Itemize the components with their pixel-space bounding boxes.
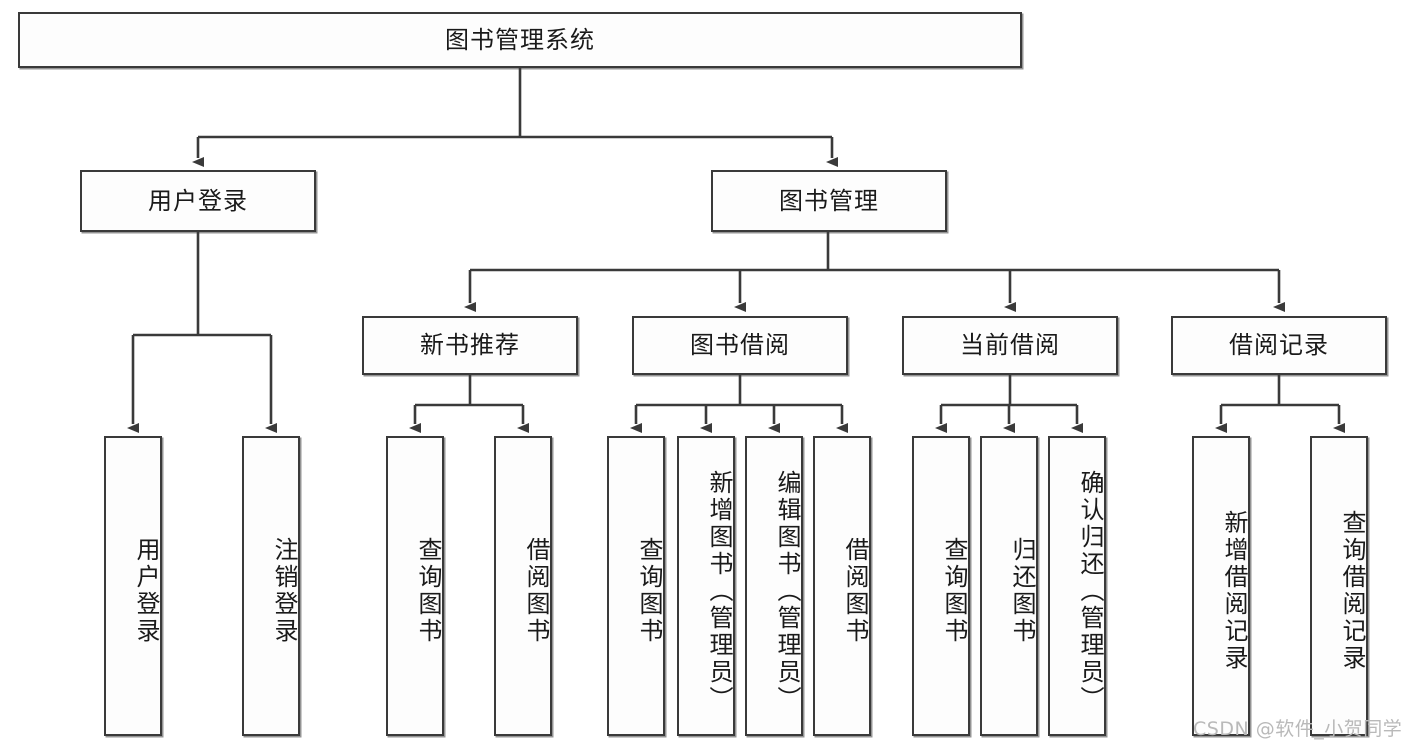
- node-root-system[interactable]: 图书管理系统: [18, 12, 1022, 68]
- node-label: 确认归还（管理员）: [1076, 469, 1104, 713]
- node-label: 图书管理: [779, 186, 879, 215]
- node-label: 借阅图书: [522, 537, 550, 645]
- node-label: 新书推荐: [420, 331, 520, 360]
- node-label: 图书借阅: [690, 331, 790, 360]
- node-label: 查询图书: [414, 537, 442, 645]
- node-label: 查询图书: [635, 537, 663, 645]
- node-label: 新增借阅记录: [1220, 510, 1248, 672]
- node-label: 当前借阅: [960, 331, 1060, 360]
- node-label: 注销登录: [270, 537, 298, 645]
- leaf-add-book-admin[interactable]: 新增图书（管理员）: [677, 436, 735, 736]
- node-label: 新增图书（管理员）: [705, 469, 733, 713]
- node-label: 借阅记录: [1229, 331, 1329, 360]
- leaf-borrow-book-recommend[interactable]: 借阅图书: [494, 436, 552, 736]
- leaf-user-login[interactable]: 用户登录: [104, 436, 162, 736]
- node-current-borrow[interactable]: 当前借阅: [902, 316, 1118, 375]
- node-label: 归还图书: [1008, 537, 1036, 645]
- node-book-borrow[interactable]: 图书借阅: [632, 316, 848, 375]
- leaf-edit-book-admin[interactable]: 编辑图书（管理员）: [745, 436, 803, 736]
- node-new-book-recommend[interactable]: 新书推荐: [362, 316, 578, 375]
- node-book-management[interactable]: 图书管理: [711, 170, 947, 232]
- leaf-query-book-current[interactable]: 查询图书: [912, 436, 970, 736]
- watermark: CSDN @软件_小贺同学: [1193, 718, 1403, 740]
- leaf-return-book[interactable]: 归还图书: [980, 436, 1038, 736]
- node-user-login[interactable]: 用户登录: [80, 170, 316, 232]
- leaf-logout[interactable]: 注销登录: [242, 436, 300, 736]
- node-label: 查询图书: [940, 537, 968, 645]
- node-label: 用户登录: [148, 186, 248, 215]
- node-borrow-records[interactable]: 借阅记录: [1171, 316, 1387, 375]
- leaf-query-book-borrow[interactable]: 查询图书: [607, 436, 665, 736]
- node-label: 图书管理系统: [445, 25, 595, 54]
- leaf-add-borrow-record[interactable]: 新增借阅记录: [1192, 436, 1250, 736]
- node-label: 借阅图书: [841, 537, 869, 645]
- leaf-query-borrow-record[interactable]: 查询借阅记录: [1310, 436, 1368, 736]
- node-label: 查询借阅记录: [1338, 510, 1366, 672]
- node-label: 编辑图书（管理员）: [773, 469, 801, 713]
- node-label: 用户登录: [132, 537, 160, 645]
- leaf-confirm-return-admin[interactable]: 确认归还（管理员）: [1048, 436, 1106, 736]
- leaf-borrow-book[interactable]: 借阅图书: [813, 436, 871, 736]
- leaf-query-book-recommend[interactable]: 查询图书: [386, 436, 444, 736]
